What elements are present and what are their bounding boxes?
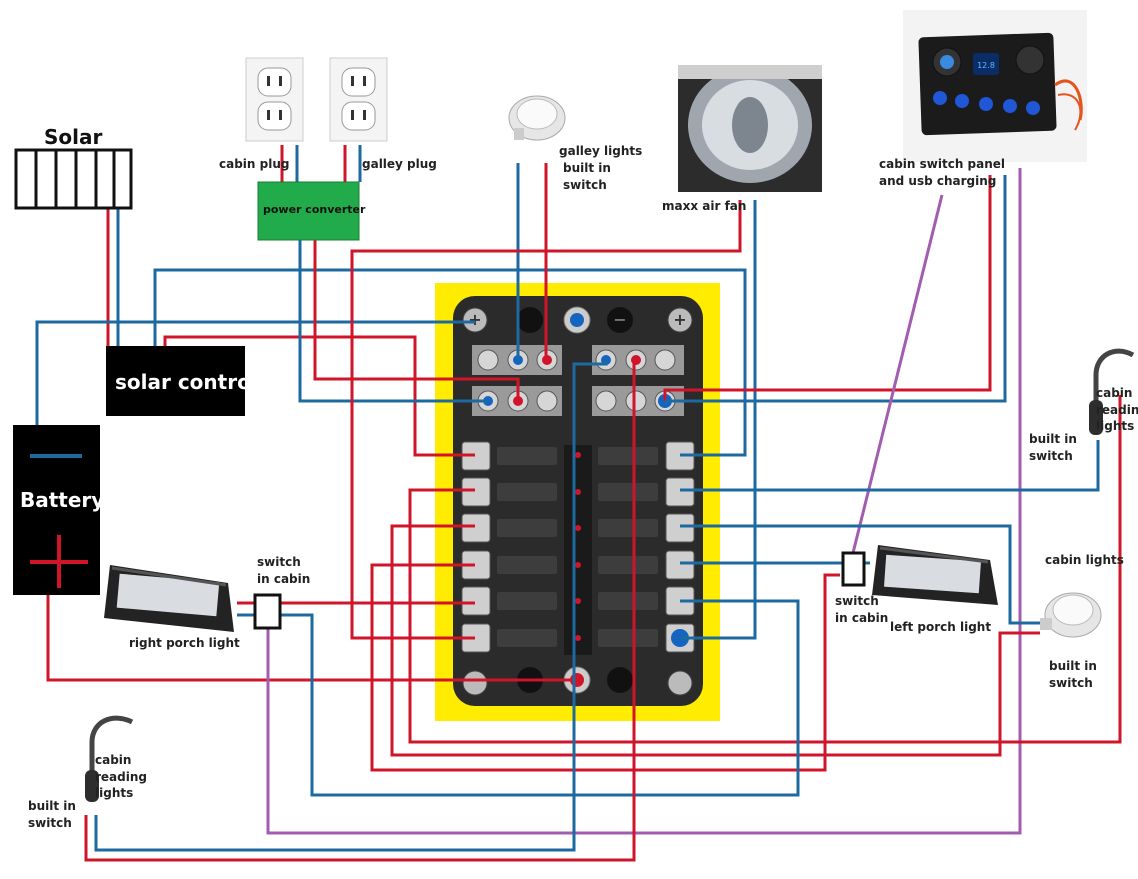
svg-text:switch: switch bbox=[563, 178, 607, 192]
solar-control-box bbox=[106, 346, 245, 416]
right-porch-light-icon bbox=[104, 565, 234, 632]
galley-plug-label: galley plug bbox=[362, 157, 437, 171]
wires bbox=[35, 145, 1122, 862]
svg-text:switch: switch bbox=[28, 816, 72, 830]
cabin-light-icon bbox=[1040, 592, 1102, 638]
cabin-reading-lights-left-label: cabin bbox=[95, 753, 131, 767]
switch-in-cabin-right-icon bbox=[841, 551, 866, 587]
svg-text:switch: switch bbox=[1029, 449, 1073, 463]
power-converter-label: power converter bbox=[263, 203, 366, 216]
battery-label: Battery bbox=[20, 488, 104, 512]
svg-text:+: + bbox=[468, 310, 481, 329]
galley-light-icon bbox=[508, 95, 566, 141]
svg-text:reading: reading bbox=[95, 770, 147, 784]
svg-text:in cabin: in cabin bbox=[257, 572, 310, 586]
left-porch-light-label: left porch light bbox=[890, 620, 991, 634]
cabin-switch-panel-icon: 12.8 bbox=[903, 10, 1087, 162]
svg-text:−: − bbox=[613, 310, 626, 329]
fuse-block-stud-icon bbox=[462, 307, 488, 333]
battery-box bbox=[13, 425, 100, 595]
right-porch-light-label: right porch light bbox=[129, 636, 240, 650]
negative-terminal-icon bbox=[607, 307, 633, 333]
maxx-air-fan-label: maxx air fan bbox=[662, 199, 746, 213]
switch-in-cabin-left-label: switch bbox=[257, 555, 301, 569]
svg-text:lights: lights bbox=[1096, 419, 1134, 433]
svg-text:and usb charging: and usb charging bbox=[879, 174, 996, 188]
cabin-switch-panel-label: cabin switch panel bbox=[879, 157, 1005, 171]
fuse-block-stud-icon bbox=[517, 307, 543, 333]
built-in-switch-left-label: built in bbox=[28, 799, 76, 813]
switch-in-cabin-right-label: switch bbox=[835, 594, 879, 608]
maxx-air-fan-icon bbox=[678, 65, 822, 192]
galley-lights-label: galley lights bbox=[559, 144, 642, 158]
cabin-reading-light-right-icon bbox=[1089, 348, 1135, 435]
svg-text:+: + bbox=[673, 310, 686, 329]
power-converter-box bbox=[257, 181, 360, 241]
galley-plug-outlet-icon bbox=[329, 57, 388, 142]
fuse-block: + − + bbox=[435, 283, 720, 721]
svg-text:switch: switch bbox=[1049, 676, 1093, 690]
svg-text:reading: reading bbox=[1096, 403, 1138, 417]
usb-voltage-display: 12.8 bbox=[977, 61, 995, 70]
fuse-rows bbox=[461, 441, 695, 653]
solar-label: Solar bbox=[44, 125, 102, 149]
switch-in-cabin-left-icon bbox=[253, 593, 282, 630]
svg-text:lights: lights bbox=[95, 786, 133, 800]
solar-panel bbox=[14, 148, 133, 210]
built-in-switch-right-label: built in bbox=[1029, 432, 1077, 446]
cabin-lights-label: cabin lights bbox=[1045, 553, 1124, 567]
svg-text:built in: built in bbox=[563, 161, 611, 175]
svg-text:in cabin: in cabin bbox=[835, 611, 888, 625]
built-in-switch-cabin-label: built in bbox=[1049, 659, 1097, 673]
cabin-reading-lights-right-label: cabin bbox=[1096, 386, 1132, 400]
solar-control-label: solar control bbox=[115, 370, 258, 394]
cabin-plug-outlet-icon bbox=[245, 57, 304, 142]
left-porch-light-icon bbox=[872, 545, 998, 605]
cabin-plug-label: cabin plug bbox=[219, 157, 289, 171]
fuse-block-stud-icon bbox=[667, 307, 693, 333]
cabin-reading-light-left-icon bbox=[85, 715, 134, 802]
